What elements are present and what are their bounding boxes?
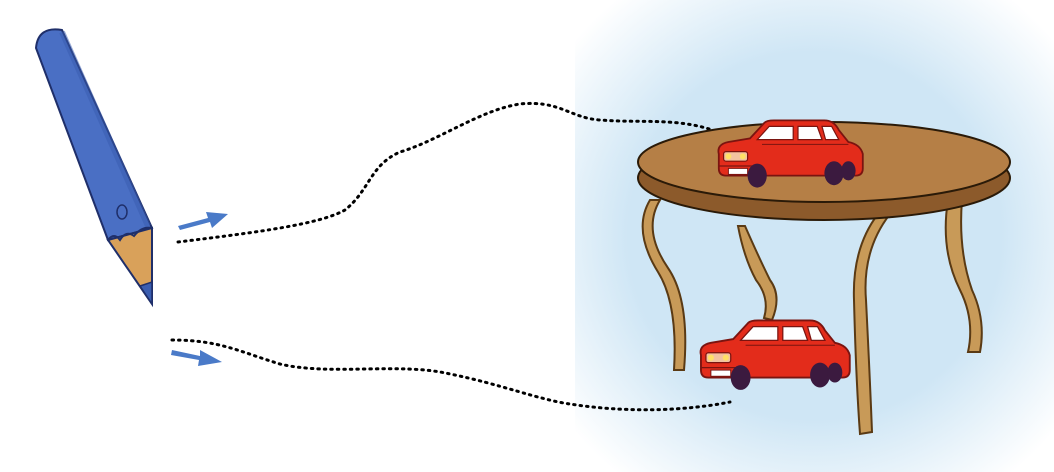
arrow-icon-lower <box>171 350 222 366</box>
pencil-icon <box>36 29 152 304</box>
arrow-icon-upper <box>178 212 228 230</box>
